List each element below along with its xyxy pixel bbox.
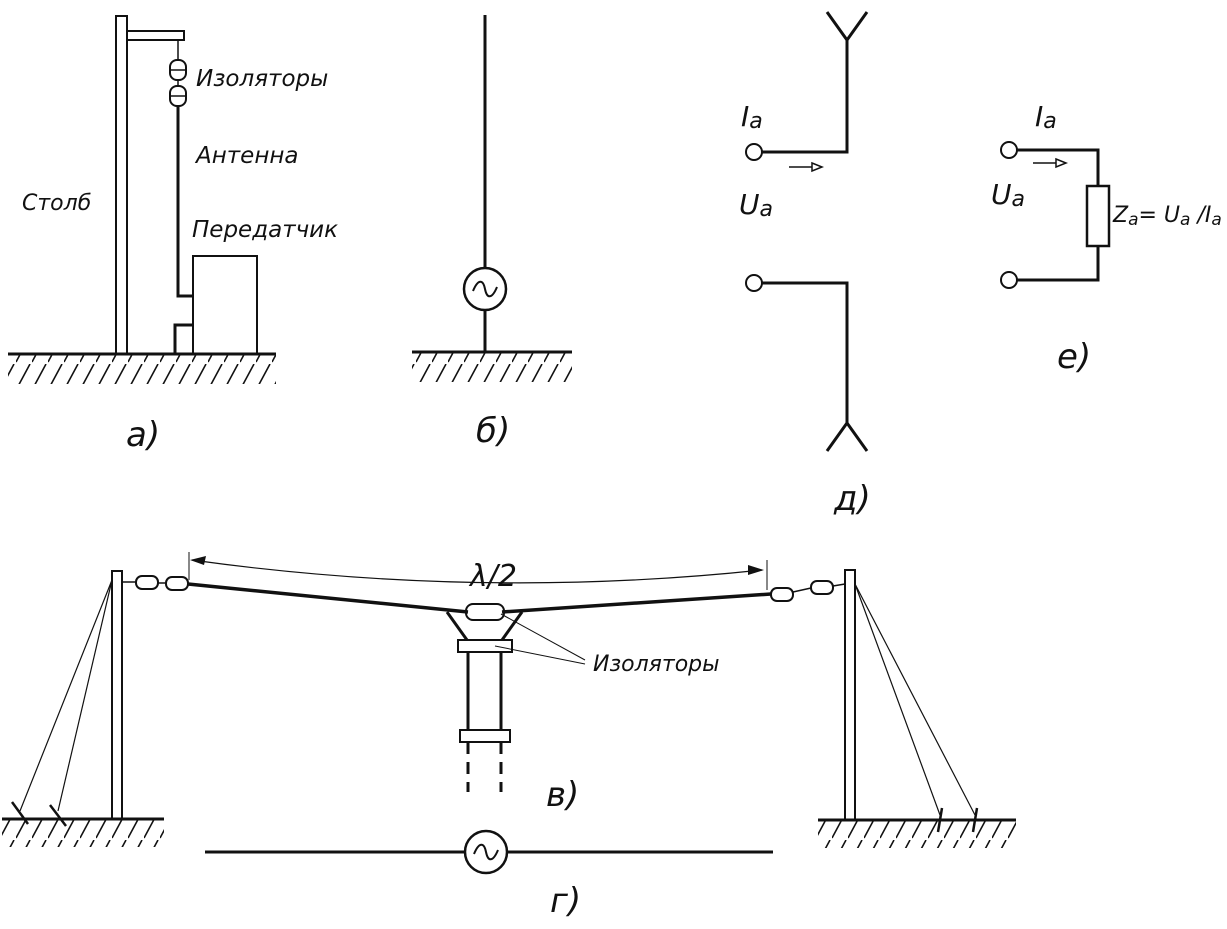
ground-hatch-right	[818, 820, 1016, 848]
panel-v: λ/2 Изоляторы в)	[2, 552, 1016, 848]
transmitter-box	[192, 255, 258, 355]
impedance-formula: Za= Ua /Ia	[1112, 203, 1222, 230]
end-insulator-left-2-icon	[165, 576, 189, 591]
caption-e: е)	[1057, 337, 1091, 377]
sine-glyph-b	[472, 280, 498, 298]
guy-right-2	[854, 583, 976, 816]
ground-hatch-b	[412, 352, 572, 382]
tie-right	[832, 583, 846, 587]
feeder-splay-right	[500, 611, 524, 641]
antenna-label: Антенна	[194, 143, 299, 169]
current-arrowhead-e	[1055, 157, 1069, 169]
end-insulator-left-1-icon	[135, 575, 159, 590]
half-wave-label: λ/2	[468, 559, 517, 594]
lead-bottom-e	[1017, 246, 1100, 282]
panel-d: Ia Ua д)	[739, 11, 871, 519]
guy-right-1	[854, 583, 941, 816]
tie-right-2	[792, 587, 812, 593]
center-insulator-icon	[465, 603, 505, 621]
ground-lead-a	[173, 323, 193, 354]
guy-left-1	[19, 579, 113, 812]
voltage-label-e: Ua	[991, 178, 1025, 212]
half-wave-dimension-line	[191, 559, 763, 584]
dimension-arrow-left	[190, 556, 206, 565]
antenna-wire-a	[176, 106, 193, 298]
anchor-right-1	[936, 807, 944, 833]
current-label-e: Ia	[1035, 100, 1057, 134]
current-label-d: Ia	[741, 100, 763, 134]
sine-glyph-g	[473, 843, 499, 861]
anchor-left-2	[49, 804, 67, 827]
impedance-box	[1085, 184, 1111, 248]
caption-v: в)	[546, 775, 579, 815]
panel-b: б)	[412, 15, 572, 451]
panel-e: Ia Ua Za= Ua /Ia е)	[991, 100, 1222, 377]
spacer-bottom	[459, 729, 511, 743]
panel-g: г)	[205, 829, 773, 921]
terminal-bottom-d	[745, 274, 763, 292]
anchor-right-2	[971, 807, 979, 833]
dipole-lower-tip	[825, 420, 869, 452]
mast-left	[111, 570, 123, 820]
terminal-bottom-e	[1000, 271, 1018, 289]
anchor-left-1	[10, 801, 30, 825]
caption-d: д)	[833, 479, 871, 519]
dipole-arm-left	[187, 582, 469, 614]
terminal-top-e	[1000, 141, 1018, 159]
terminal-top-d	[745, 143, 763, 161]
dipole-lower-arm	[762, 281, 849, 423]
transmitter-label: Передатчик	[192, 217, 338, 243]
leader-spacer	[494, 645, 586, 665]
ground-hatch-a	[8, 354, 276, 384]
end-insulator-right-1-icon	[770, 587, 794, 602]
crossarm-a	[126, 30, 185, 41]
guy-left-2	[57, 579, 113, 812]
pole-a	[115, 15, 128, 355]
insulators-label-top: Изоляторы	[196, 66, 328, 92]
current-arrowhead-d	[811, 161, 825, 173]
end-insulator-right-2-icon	[810, 580, 834, 595]
mast-right	[844, 569, 856, 821]
caption-a: а)	[126, 415, 160, 455]
leader-center-insulator	[500, 613, 586, 661]
dimension-arrow-right	[748, 565, 764, 575]
voltage-label-d: Ua	[739, 188, 773, 222]
dipole-upper-tip	[825, 11, 869, 43]
ground-hatch-left	[2, 819, 164, 847]
dipole-arm-right	[501, 592, 772, 614]
insulators-label-bottom: Изоляторы	[593, 652, 720, 677]
spacer-top	[457, 639, 513, 653]
caption-g: г)	[550, 881, 581, 921]
panel-a: Столб Изоляторы Антенна Передатчик а)	[8, 15, 338, 455]
dipole-upper-arm	[762, 40, 849, 154]
lead-top-e	[1017, 148, 1100, 186]
pole-label: Столб	[22, 191, 91, 216]
caption-b: б)	[476, 411, 510, 451]
feeder-splay-left	[445, 611, 469, 641]
